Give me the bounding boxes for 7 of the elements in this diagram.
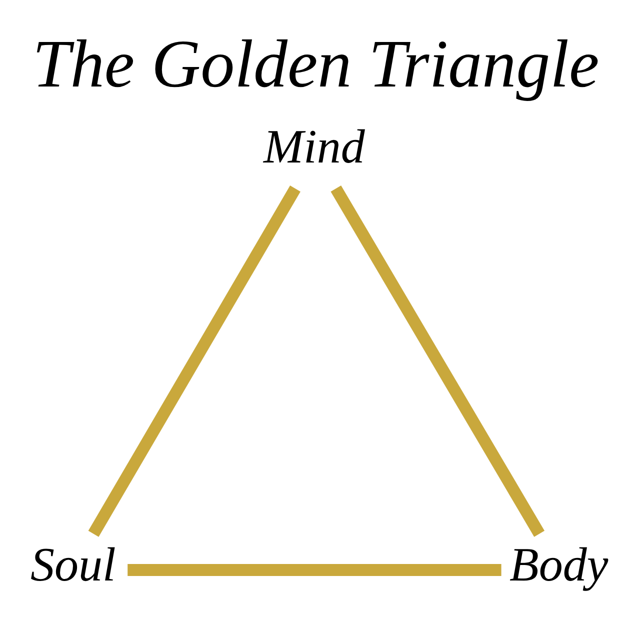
diagram-title: The Golden Triangle [32, 25, 600, 102]
connector [330, 186, 545, 537]
connector [88, 186, 300, 537]
node-text: Body [510, 538, 608, 592]
node-text: Mind [264, 120, 365, 174]
connector [128, 564, 502, 576]
node-text: Soul [30, 538, 116, 592]
